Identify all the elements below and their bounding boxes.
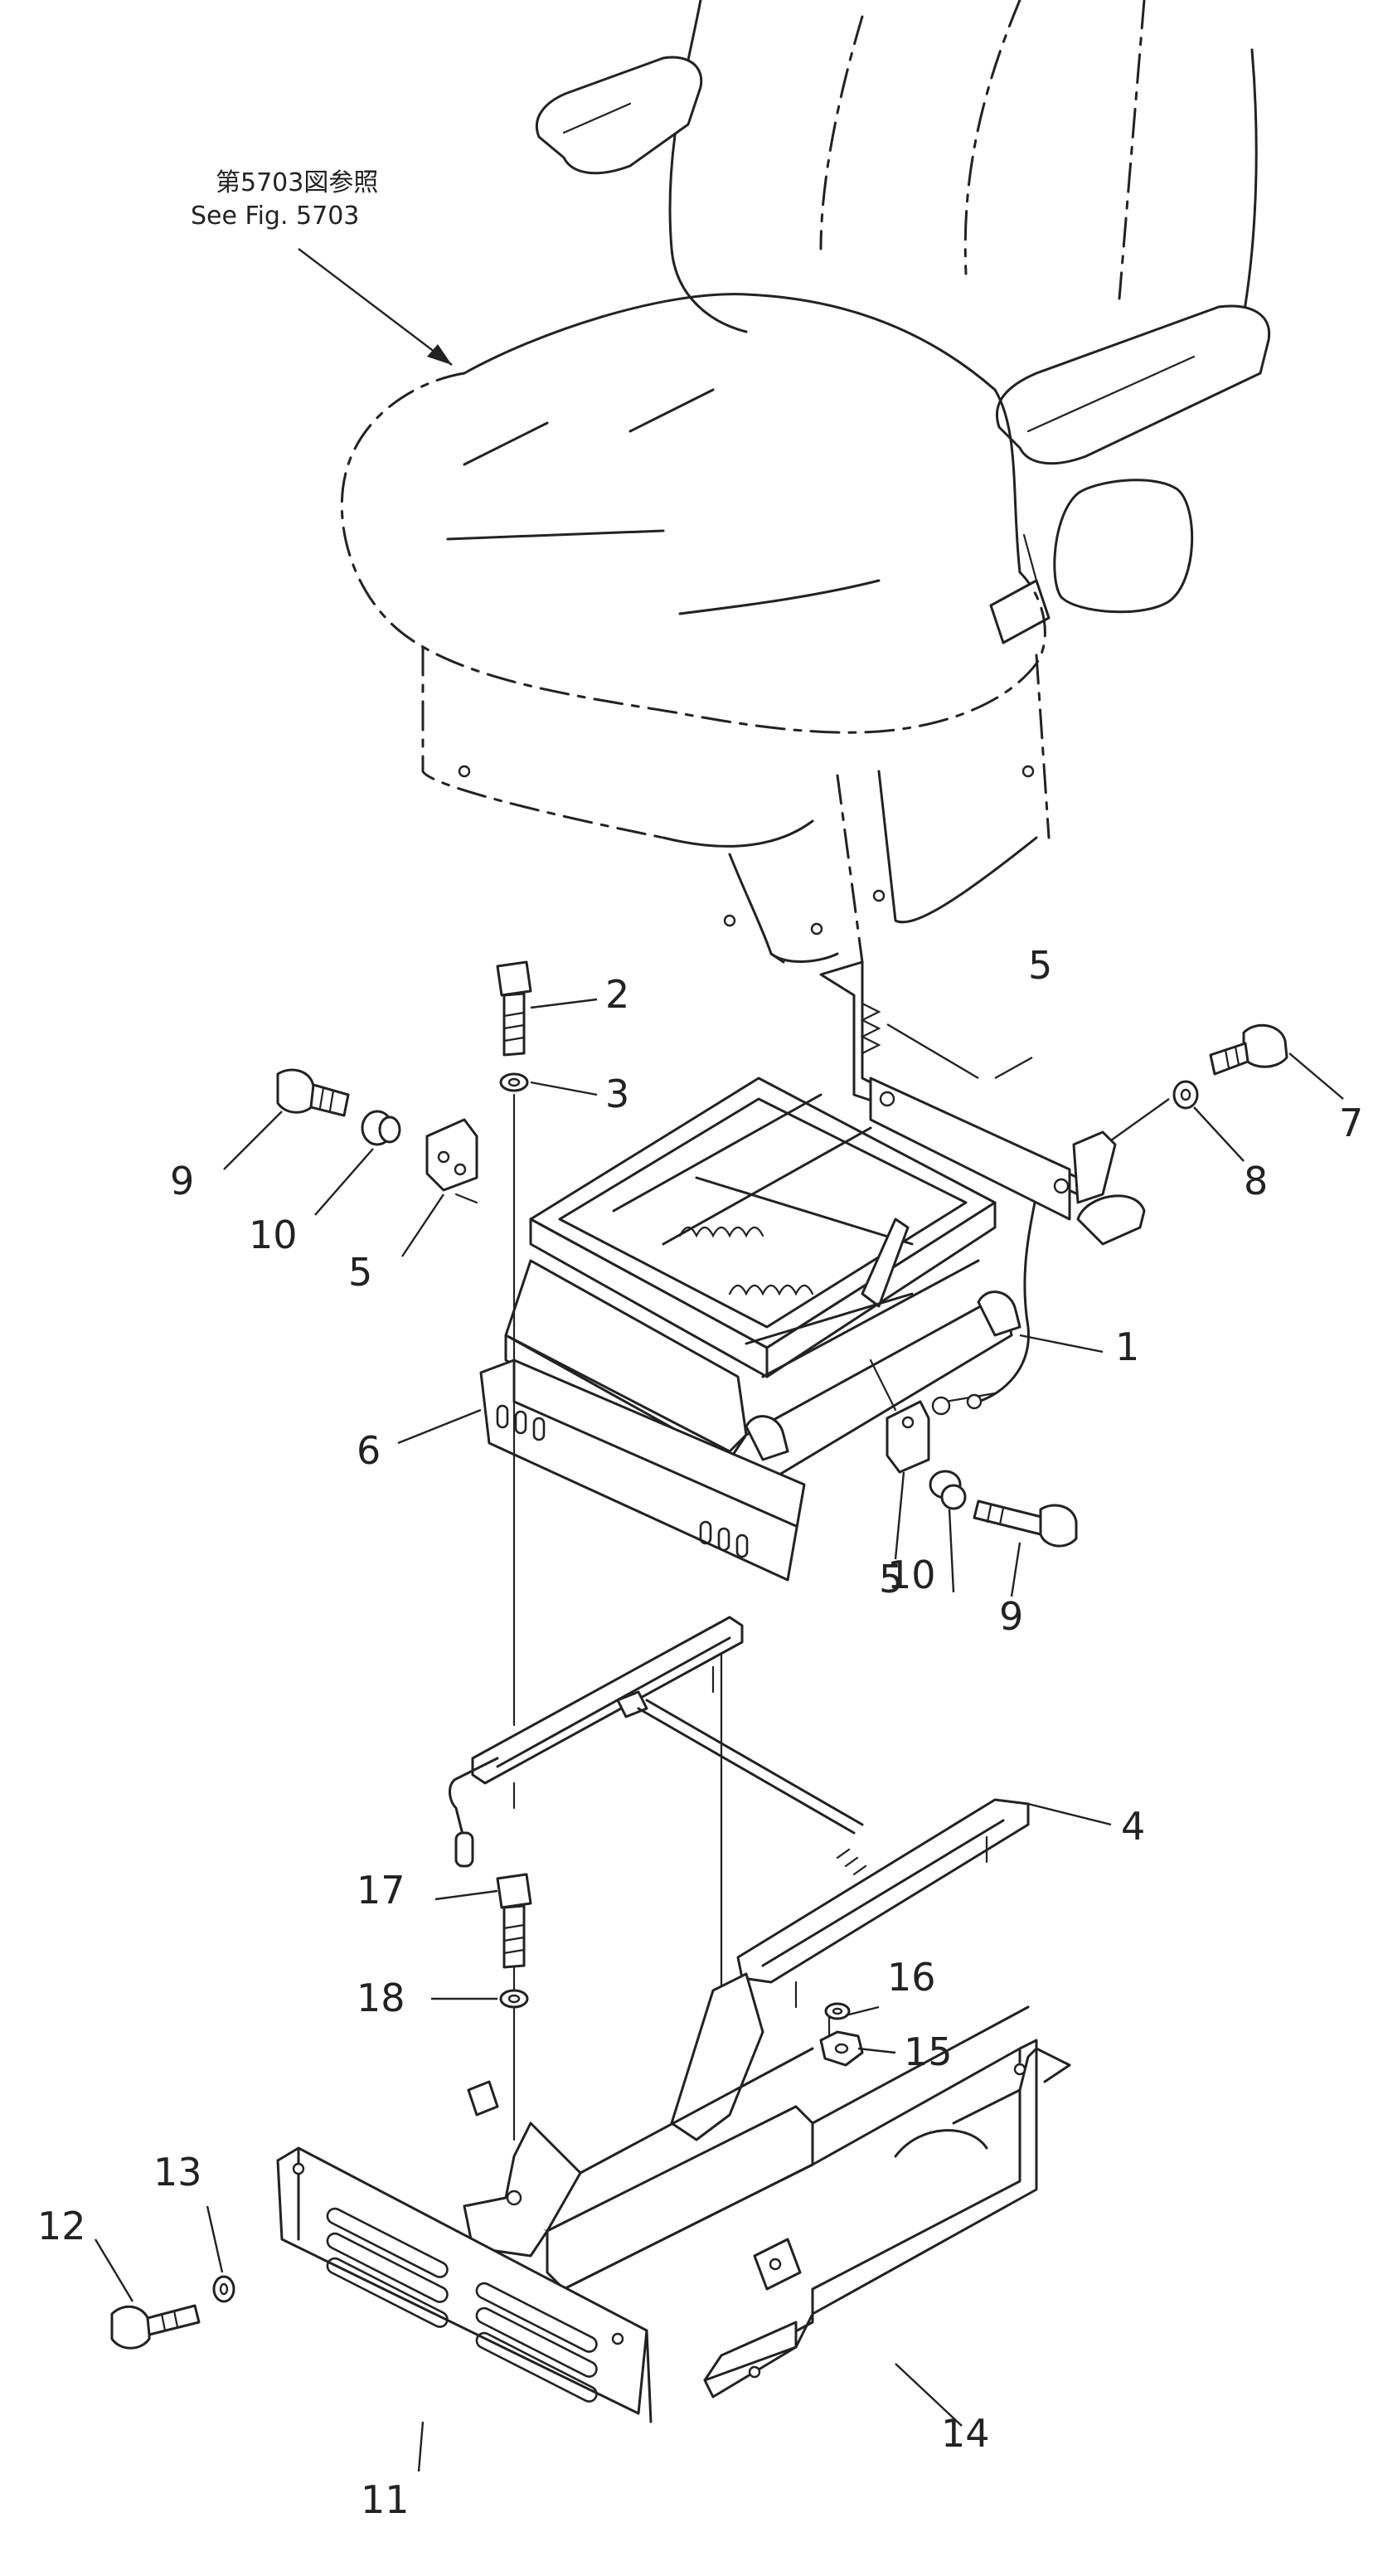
reference-note-japanese: 第5703図参照 bbox=[216, 168, 378, 197]
callout-labels: 1 2 3 4 5 5 5 6 7 8 9 9 10 10 11 12 13 1… bbox=[37, 943, 1363, 2522]
suspension-assembly bbox=[504, 1077, 1038, 1486]
callout-6: 6 bbox=[357, 1428, 381, 1473]
callout-18: 18 bbox=[357, 1976, 405, 2020]
nut-15 bbox=[819, 2030, 864, 2067]
bolt-7 bbox=[1209, 1023, 1288, 1076]
leader-lines bbox=[94, 998, 1344, 2472]
callout-1: 1 bbox=[1115, 1324, 1139, 1369]
callout-10-left: 10 bbox=[249, 1213, 298, 1257]
callout-9-lower: 9 bbox=[999, 1594, 1023, 1639]
callout-2: 2 bbox=[605, 972, 629, 1017]
reference-note: 第5703図参照 See Fig. 5703 bbox=[191, 168, 453, 366]
callout-17: 17 bbox=[357, 1868, 405, 1913]
bolt-17 bbox=[496, 1873, 532, 1969]
bolt-9-upper bbox=[276, 1068, 350, 1117]
callout-5-lower: 5 bbox=[879, 1557, 903, 1601]
bolt-9-lower bbox=[973, 1499, 1078, 1548]
callout-16: 16 bbox=[887, 1955, 936, 2000]
bolt-12 bbox=[110, 2304, 201, 2350]
slide-rails bbox=[449, 1616, 1030, 2009]
spacer-10-lower bbox=[929, 1470, 967, 1510]
callout-9-left: 9 bbox=[170, 1159, 194, 1203]
callout-5-left: 5 bbox=[348, 1250, 372, 1295]
bolt-2 bbox=[496, 960, 532, 1057]
callout-5-top-right: 5 bbox=[1028, 943, 1052, 988]
reference-note-english: See Fig. 5703 bbox=[191, 202, 359, 231]
base-frame-14 bbox=[463, 1972, 1071, 2399]
callout-8: 8 bbox=[1244, 1159, 1268, 1203]
seat-assembly-illustration bbox=[340, 0, 1271, 964]
callout-13: 13 bbox=[153, 2150, 202, 2194]
callout-14: 14 bbox=[941, 2411, 990, 2456]
callout-3: 3 bbox=[605, 1072, 629, 1116]
callout-12: 12 bbox=[37, 2204, 86, 2248]
bracket-upper-right bbox=[819, 960, 1146, 1246]
callout-15: 15 bbox=[904, 2029, 953, 2074]
bracket-left bbox=[425, 1118, 478, 1192]
callout-7: 7 bbox=[1339, 1101, 1363, 1145]
callout-10-lower: 10 bbox=[887, 1553, 936, 1597]
spacer-10-upper bbox=[361, 1110, 401, 1146]
plate-11 bbox=[276, 2146, 653, 2423]
bracket-lower bbox=[886, 1400, 930, 1474]
callout-11: 11 bbox=[361, 2477, 410, 2522]
callout-4: 4 bbox=[1121, 1804, 1145, 1849]
